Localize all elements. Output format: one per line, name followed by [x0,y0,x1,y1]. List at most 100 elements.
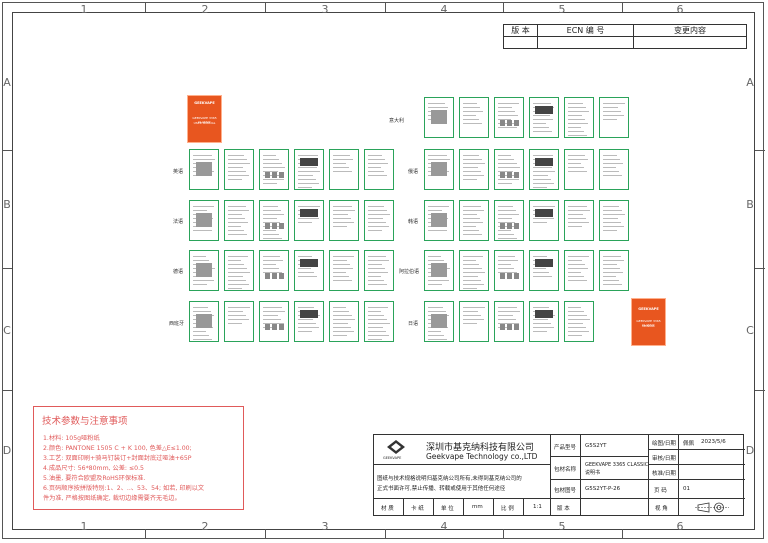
manual-page-thumbnail [529,200,559,241]
back-cover-brand: GEEKVAPE [638,307,659,311]
version-label: 版 本 [557,506,570,512]
logo-wordmark: GEEKVAPE [383,456,402,460]
company-header: GEEKVAPE 深圳市基克纳科技有限公司 Geekvape Technolog… [374,435,551,465]
manual-page-thumbnail [364,301,394,342]
zone-tick [145,529,146,539]
zone-tick [622,529,623,539]
manual-page-thumbnail [424,250,454,291]
zone-tick [755,390,765,391]
language-label-german: 德语 [173,269,184,275]
manual-page-thumbnail [599,200,629,241]
zone-column-marker: 5 [558,3,566,16]
zone-row-marker: B [3,198,11,211]
manual-page-thumbnail [494,149,524,190]
package-name-value: GEEKVAPE 3365 CLASSIC [585,462,649,468]
manual-page-thumbnail [494,250,524,291]
language-label-italian: 意大利 [389,118,405,124]
manual-page-thumbnail [364,149,394,190]
manual-page-thumbnail [564,149,594,190]
language-label-japanese: 日语 [408,321,419,327]
manual-page-thumbnail [259,149,289,190]
manual-page-thumbnail [459,301,489,342]
manual-page-thumbnail [189,250,219,291]
zone-row-marker: C [746,324,754,337]
manual-page-thumbnail [599,97,629,138]
package-drawing-value: G5S2YT-P-26 [585,486,621,492]
manual-page-thumbnail [494,301,524,342]
manual-page-thumbnail [459,250,489,291]
notes-item: 1.材料: 105g哑粉纸 [43,435,100,442]
manual-page-thumbnail [564,301,594,342]
disclaimer-cell: 图纸与技术规格说明归基克纳公司所有,未得到基克纳公司的 正式书面许可,禁止传播、… [374,465,551,499]
disclaimer-line-2: 正式书面许可,禁止传播、转载或使用于其他任何途径 [377,486,506,492]
front-cover-page: GEEKVAPE GEEKVAPE 3365 CLASSIC USER MANU… [187,95,222,143]
zone-row-marker: B [746,198,754,211]
product-model-value: G5S2YT [585,443,607,449]
zone-column-marker: 5 [558,520,566,533]
manual-page-thumbnail [529,97,559,138]
manual-page-thumbnail [564,97,594,138]
manual-page-thumbnail [564,250,594,291]
zone-column-marker: 2 [201,520,209,533]
manual-page-thumbnail [294,250,324,291]
geekvape-logo-icon [387,440,405,454]
manual-page-thumbnail [364,250,394,291]
manual-page-thumbnail [224,200,254,241]
manual-page-thumbnail [189,149,219,190]
zone-tick [2,390,12,391]
manual-page-thumbnail [459,200,489,241]
back-cover-subtitle: MANUAL [642,324,655,328]
title-block: GEEKVAPE 深圳市基克纳科技有限公司 Geekvape Technolog… [373,434,745,516]
manual-page-thumbnail [189,301,219,342]
approve-date-label: 核准/日期 [652,471,676,477]
zone-row-marker: D [2,444,12,457]
manual-page-thumbnail [329,200,359,241]
notes-item: 件为准, 严格按图纸确定, 裁切边缘需要齐无毛边。 [43,495,181,502]
product-model-label: 产品型号 [554,445,577,451]
material-value: 卡 纸 [411,506,424,512]
zone-tick [265,529,266,539]
zone-tick [385,2,386,12]
zone-column-marker: 4 [440,3,448,16]
zone-tick [2,150,12,151]
manual-page-thumbnail [599,250,629,291]
draw-date-value: 2023/5/6 [701,439,726,445]
zone-column-marker: 6 [676,520,684,533]
package-name-value-2: 说明书 [585,470,601,476]
zone-tick [145,2,146,12]
manual-page-thumbnail [329,301,359,342]
revision-ecn-header: ECN 编 号 [537,24,634,37]
scale-value: 1:1 [533,504,542,510]
manual-page-thumbnail [424,97,454,138]
manual-page-thumbnail [224,250,254,291]
zone-row-marker: A [3,76,11,89]
technical-notes-box: 技术参数与注意事项 1.材料: 105g哑粉纸 2.颜色: PANTONE 15… [33,406,244,510]
projection-symbol-icon [695,502,729,513]
language-label-spanish: 西班牙 [169,321,185,327]
unit-value: mm [472,504,483,510]
zone-row-marker: D [745,444,755,457]
manual-page-thumbnail [259,250,289,291]
manual-page-thumbnail [529,250,559,291]
manual-page-thumbnail [189,200,219,241]
unit-label: 单 位 [441,506,454,512]
notes-item: 2.颜色: PANTONE 1505 C + K 100, 色差△E≤1.00; [43,445,192,452]
manual-page-thumbnail [364,200,394,241]
zone-tick [755,150,765,151]
manual-page-thumbnail [564,200,594,241]
manual-page-thumbnail [224,301,254,342]
manual-page-thumbnail [259,301,289,342]
view-label: 视 角 [655,506,668,512]
zone-row-marker: A [746,76,754,89]
zone-column-marker: 3 [321,520,329,533]
notes-item: 4.成品尺寸: 56*80mm, 公差: ≤0.5 [43,465,144,472]
revision-change-header: 变更内容 [633,24,747,37]
manual-page-thumbnail [294,149,324,190]
zone-tick [622,2,623,12]
manual-page-thumbnail [294,301,324,342]
language-label-russian: 俄语 [408,169,419,175]
material-label: 材 质 [381,506,394,512]
zone-tick [503,529,504,539]
zone-tick [2,268,12,269]
